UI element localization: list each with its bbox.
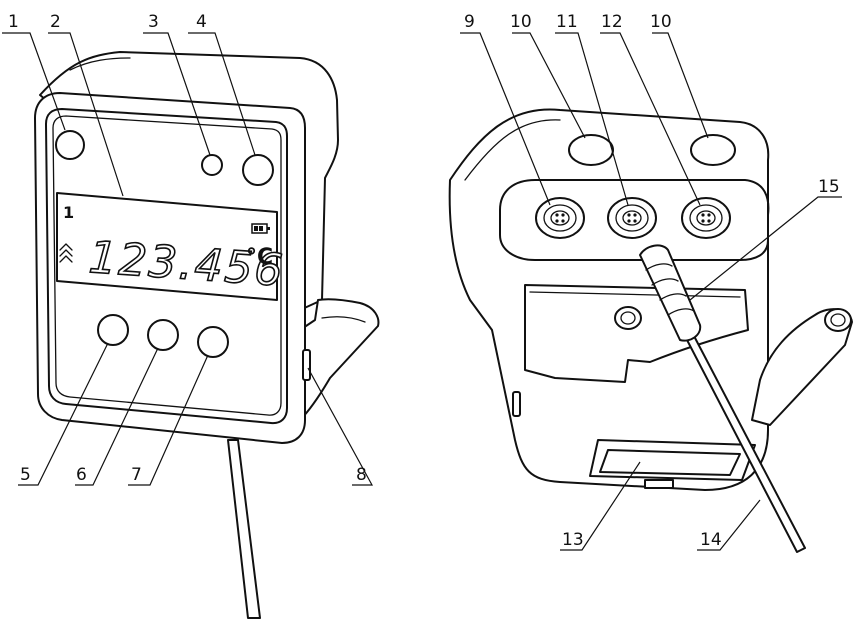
button-1[interactable] [55,130,85,160]
connector-9[interactable] [535,197,585,239]
callout-6: 6 [76,465,87,485]
callout-11: 11 [556,12,578,32]
double-chevron-up-icon [59,243,73,263]
callout-2: 2 [50,12,61,32]
button-5[interactable] [97,314,129,346]
button-3[interactable] [201,154,223,176]
button-4[interactable] [242,154,274,186]
lcd-display [56,192,278,301]
probe-plug [639,244,702,342]
front-bezel [45,108,288,425]
rear-window-edge [529,291,741,298]
channel-number: 1 [63,203,74,222]
side-button-8[interactable] [302,349,311,381]
callout-15: 15 [818,177,840,197]
callout-9: 9 [464,12,475,32]
connector-panel [499,179,770,261]
mounting-boss-left [614,306,642,330]
device-rear-body [448,108,770,491]
callout-14: 14 [700,530,722,550]
stand-edge [321,316,366,323]
rear-view [448,32,853,553]
button-7[interactable] [197,326,229,358]
label-area [599,449,741,476]
button-6[interactable] [147,319,179,351]
callout-4: 4 [196,12,207,32]
callout-labels: 1 2 3 4 5 6 7 8 9 10 11 12 10 13 14 15 [8,12,840,550]
rear-window [524,284,749,383]
callout-3: 3 [148,12,159,32]
display-unit: °C [246,245,273,270]
front-bezel-inner [52,115,282,416]
rear-shell-edge [464,119,561,181]
mounting-boss-right [824,308,852,332]
rear-button-10-right[interactable] [690,134,736,166]
probe-cable-front [227,439,261,619]
bottom-tab [644,479,674,489]
rear-side-clip [512,391,521,417]
rear-button-10-left[interactable] [568,134,614,166]
callout-5: 5 [20,465,31,485]
battery-icon [251,223,270,234]
callout-13: 13 [562,530,584,550]
shell-ridge [69,57,131,71]
front-view: 1 123.456 °C [2,32,380,619]
callout-10-left: 10 [510,12,532,32]
callout-1: 1 [8,12,19,32]
callout-7: 7 [131,465,142,485]
connector-11[interactable] [607,197,657,239]
callout-10-right: 10 [650,12,672,32]
callout-8: 8 [356,465,367,485]
callout-12: 12 [601,12,623,32]
connector-12[interactable] [681,197,731,239]
